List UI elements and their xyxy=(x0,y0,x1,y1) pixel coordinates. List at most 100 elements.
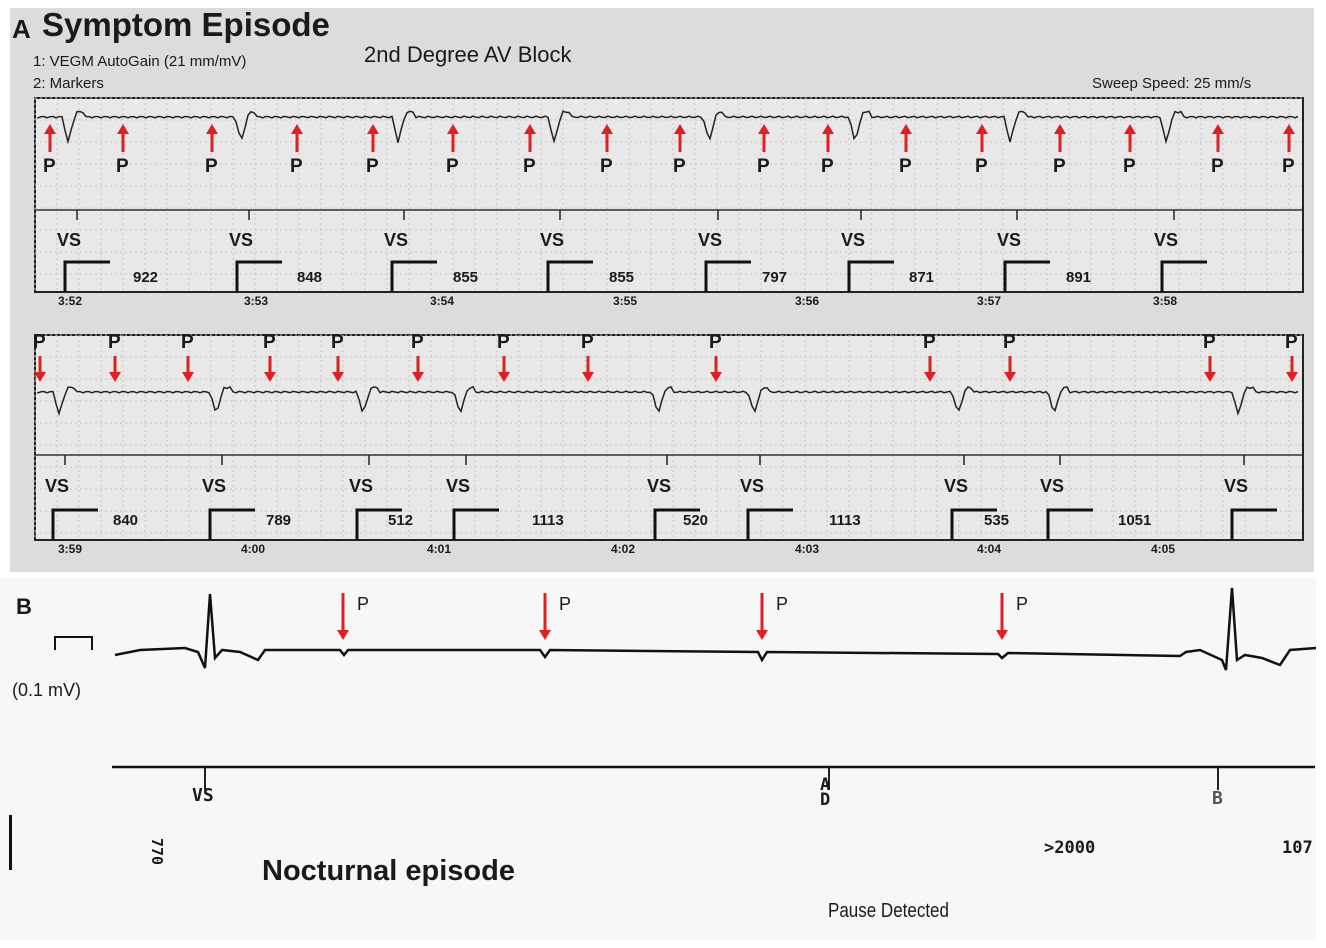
marker-ad: AD xyxy=(820,775,831,810)
vs-marker-label: VS xyxy=(229,230,254,250)
p-wave-arrow xyxy=(44,124,56,134)
p-wave-arrow xyxy=(34,372,46,382)
interval-step xyxy=(1230,508,1277,540)
p-wave-arrow xyxy=(924,372,936,382)
left-interval: 770 xyxy=(148,838,166,866)
vs-marker-label: VS xyxy=(349,476,374,496)
pause-interval: >2000 xyxy=(1044,838,1096,858)
interval-step xyxy=(704,260,751,292)
p-wave-arrow xyxy=(117,124,129,134)
p-wave-arrow xyxy=(1283,124,1295,134)
p-wave-arrow xyxy=(337,630,349,640)
vs-marker-label: VS xyxy=(740,476,765,496)
time-label: 3:58 xyxy=(1153,294,1178,308)
time-label: 4:02 xyxy=(611,542,636,556)
interval-value: 855 xyxy=(609,269,635,286)
interval-value: 1113 xyxy=(829,512,861,529)
time-label: 4:01 xyxy=(427,542,452,556)
sweep-speed: Sweep Speed: 25 mm/s xyxy=(1092,75,1252,92)
p-wave-label: P xyxy=(1211,156,1224,177)
interval-step xyxy=(390,260,437,292)
panel-b-label: B xyxy=(16,594,32,619)
time-label: 3:52 xyxy=(58,294,83,308)
panel-a-label: A xyxy=(12,14,31,44)
vs-marker-label: VS xyxy=(647,476,672,496)
p-wave-label: P xyxy=(446,156,459,177)
time-label: 4:03 xyxy=(795,542,820,556)
p-wave-label: P xyxy=(116,156,129,177)
vs-marker-label: VS xyxy=(1040,476,1065,496)
p-wave-arrow xyxy=(1204,372,1216,382)
p-wave-label: P xyxy=(205,156,218,177)
p-wave-label: P xyxy=(581,332,594,353)
p-wave-label: P xyxy=(975,156,988,177)
p-wave-arrow xyxy=(182,372,194,382)
p-wave-arrow xyxy=(976,124,988,134)
interval-value: 871 xyxy=(909,269,935,286)
vs-marker-label: VS xyxy=(45,476,70,496)
p-wave-arrow xyxy=(1124,124,1136,134)
p-wave-arrow xyxy=(332,372,344,382)
vs-marker-label: VS xyxy=(944,476,969,496)
panel-a-title: Symptom Episode xyxy=(42,6,330,43)
interval-value: 797 xyxy=(762,269,788,286)
interval-value: 512 xyxy=(388,512,414,529)
interval-value: 520 xyxy=(683,512,709,529)
time-label: 3:59 xyxy=(58,542,83,556)
time-label: 4:04 xyxy=(977,542,1002,556)
p-wave-label: P xyxy=(673,156,686,177)
nocturnal-egm-trace xyxy=(114,587,1317,671)
p-wave-arrow xyxy=(900,124,912,134)
interval-step xyxy=(1003,260,1050,292)
p-wave-label: P xyxy=(1123,156,1136,177)
p-wave-arrow xyxy=(524,124,536,134)
interval-step xyxy=(452,508,499,540)
p-wave-arrow xyxy=(758,124,770,134)
pause-detected: Pause Detected xyxy=(828,900,949,922)
vs-marker-label: VS xyxy=(1224,476,1249,496)
p-wave-arrow xyxy=(264,372,276,382)
p-wave-label: P xyxy=(1282,156,1295,177)
p-wave-label: P xyxy=(821,156,834,177)
interval-value: 1051 xyxy=(1118,512,1152,529)
calibration-label: (0.1 mV) xyxy=(12,680,82,700)
time-label: 4:05 xyxy=(1151,542,1176,556)
p-wave-label: P xyxy=(357,594,370,614)
vs-marker-label: VS xyxy=(997,230,1022,250)
vs-marker-label: VS xyxy=(202,476,227,496)
interval-value: 535 xyxy=(984,512,1010,529)
interval-step xyxy=(63,260,110,292)
p-wave-label: P xyxy=(709,332,722,353)
p-wave-arrow xyxy=(1212,124,1224,134)
p-wave-label: P xyxy=(1016,594,1029,614)
p-wave-label: P xyxy=(559,594,572,614)
interval-step xyxy=(746,508,793,540)
scale-bar xyxy=(9,815,12,870)
time-label: 3:54 xyxy=(430,294,455,308)
p-wave-arrow xyxy=(1054,124,1066,134)
strip-2-egm-trace xyxy=(37,385,1299,417)
strip-1-grid xyxy=(34,97,1304,293)
interval-step xyxy=(1046,508,1093,540)
interval-value: 1113 xyxy=(532,512,564,529)
strip-1-egm-trace xyxy=(37,110,1299,145)
calibration-pulse xyxy=(54,636,93,650)
p-wave-label: P xyxy=(1053,156,1066,177)
p-wave-label: P xyxy=(923,332,936,353)
time-label: 3:55 xyxy=(613,294,638,308)
p-wave-arrow xyxy=(756,630,768,640)
p-wave-arrow xyxy=(412,372,424,382)
p-wave-arrow xyxy=(206,124,218,134)
interval-value: 840 xyxy=(113,512,139,529)
p-wave-label: P xyxy=(1003,332,1016,353)
p-wave-label: P xyxy=(1203,332,1216,353)
interval-value: 848 xyxy=(297,269,323,286)
interval-step xyxy=(847,260,894,292)
p-wave-label: P xyxy=(43,156,56,177)
vs-marker-label: VS xyxy=(698,230,723,250)
p-wave-label: P xyxy=(411,332,424,353)
p-wave-label: P xyxy=(331,332,344,353)
strip-2-grid xyxy=(34,334,1304,541)
